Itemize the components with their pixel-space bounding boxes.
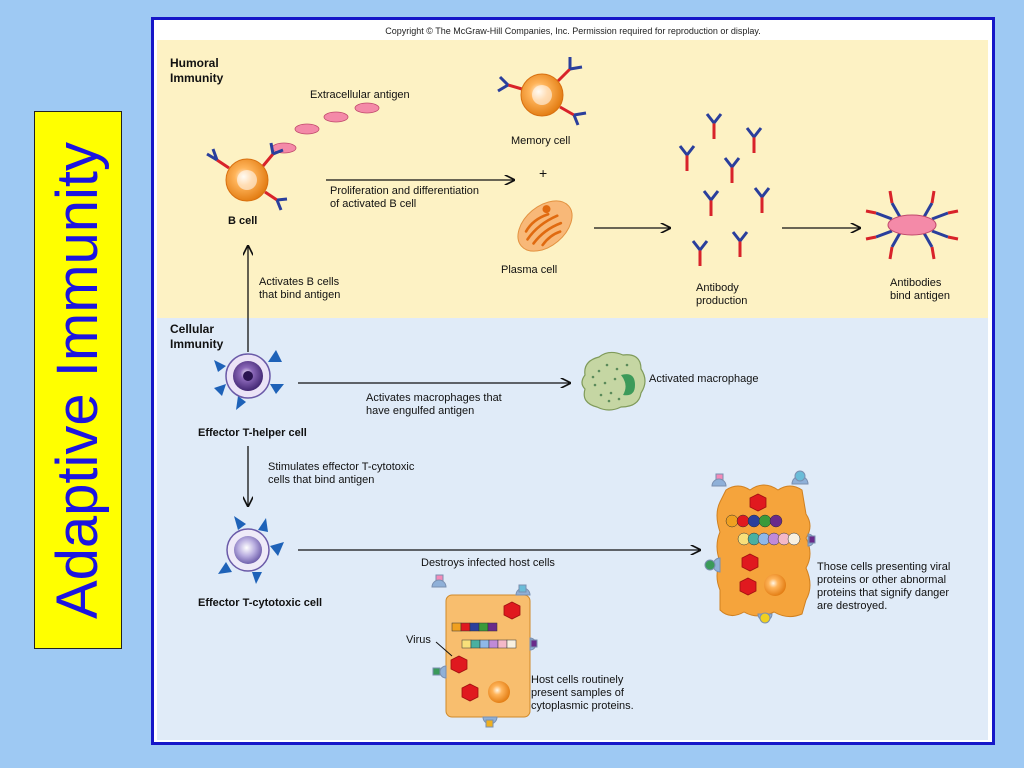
b-cell-label: B cell [228,215,258,227]
extracellular-antigens [271,102,380,154]
side-title-panel: Adaptive Immunity [34,111,122,649]
antibody-antigen-complex-icon [865,190,959,260]
antibodies-bind-label: Antibodies bind antigen [890,277,950,302]
t-cytotoxic-cell-icon [218,516,284,584]
plasma-cell-icon [517,200,573,252]
plus-sign: + [539,165,548,181]
macrophage-icon [581,351,646,411]
activated-macrophage-label: Activated macrophage [649,373,759,385]
b-cell-icon [206,142,288,211]
destroyed-label: Those cells presenting viral proteins or… [817,561,951,612]
destroys-label: Destroys infected host cells [421,557,555,569]
infected-cell-icon [704,470,816,624]
host-cell-icon [431,574,538,728]
copyright-notice: Copyright © The McGraw-Hill Companies, I… [385,26,761,36]
antibody-icons [678,113,771,266]
immunity-figure: Copyright © The McGraw-Hill Companies, I… [151,17,995,745]
activates-macrophages-label: Activates macrophages that have engulfed… [366,392,502,417]
memory-cell-label: Memory cell [511,135,571,147]
proliferation-label: Proliferation and differentiation of act… [330,185,480,210]
t-cytotoxic-label: Effector T-cytotoxic cell [198,597,323,609]
memory-cell-icon [497,57,587,126]
t-helper-cell-icon [214,350,284,410]
host-cells-label: Host cells routinely present samples of … [531,674,634,712]
humoral-heading: Humoral Immunity [170,56,224,85]
activates-b-cells-label: Activates B cells that bind antigen [259,276,341,301]
extracellular-antigen-label: Extracellular antigen [310,89,410,101]
antibody-production-label: Antibody production [696,282,748,307]
humoral-panel [157,40,988,318]
virus-label: Virus [406,634,431,646]
cellular-heading: Cellular Immunity [170,322,224,351]
plasma-cell-label: Plasma cell [501,264,558,276]
side-title: Adaptive Immunity [45,141,111,619]
stimulates-label: Stimulates effector T-cytotoxic cells th… [268,461,415,486]
process-arrows [248,180,860,550]
t-helper-label: Effector T-helper cell [198,427,307,439]
cellular-panel [157,318,988,740]
diagram-artwork [206,57,959,728]
